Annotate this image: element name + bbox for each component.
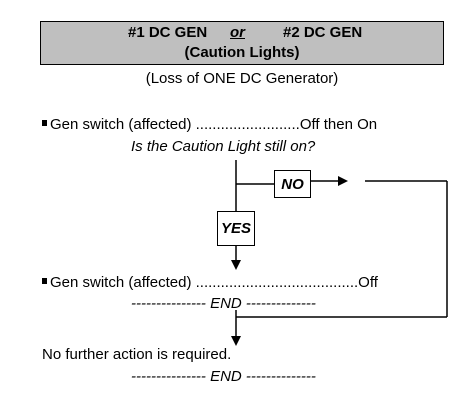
- question: Is the Caution Light still on?: [131, 138, 316, 155]
- conclusion: No further action is required.: [42, 346, 232, 363]
- subtitle: (Loss of ONE DC Generator): [145, 70, 339, 87]
- end-marker-1: --------------- END --------------: [131, 295, 316, 312]
- step1-label: Gen switch (affected): [50, 116, 196, 133]
- header-caution-lights: (Caution Lights): [184, 44, 300, 61]
- yes-branch-box: YES: [217, 211, 255, 246]
- step2-label: Gen switch (affected): [50, 274, 196, 291]
- step1-action: Off then On: [299, 116, 378, 133]
- header-box: [40, 21, 444, 65]
- no-branch-box: NO: [274, 170, 311, 198]
- end-marker-2: --------------- END --------------: [131, 368, 316, 385]
- header-gen1: #1 DC GEN: [128, 24, 208, 41]
- bullet-icon: [42, 120, 47, 127]
- step2-action: Off: [358, 274, 378, 291]
- bullet-icon: [42, 278, 47, 285]
- step2-line: Gen switch (affected) ..................…: [42, 274, 378, 291]
- step2-dots: .......................................: [195, 274, 359, 291]
- header-gen2: #2 DC GEN: [283, 24, 363, 41]
- header-or: or: [230, 24, 245, 41]
- yes-arrowhead-icon: [231, 260, 241, 270]
- yes-label: YES: [220, 220, 251, 237]
- step1-dots: .........................: [195, 116, 300, 133]
- step1-line: Gen switch (affected) ..................…: [42, 116, 377, 133]
- no-label: NO: [281, 175, 304, 193]
- end-arrowhead-icon: [231, 336, 241, 346]
- no-arrowhead-icon: [338, 176, 348, 186]
